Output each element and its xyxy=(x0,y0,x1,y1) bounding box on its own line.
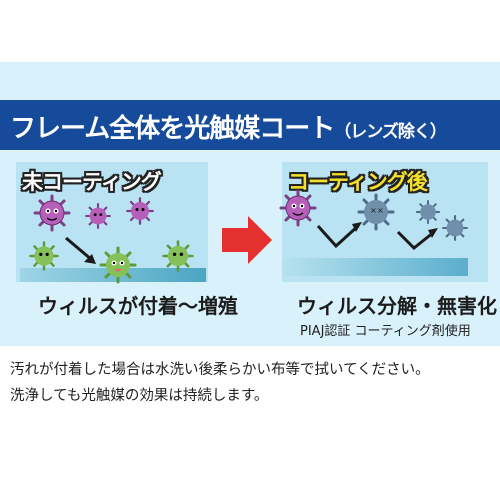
title-bar xyxy=(0,100,500,150)
purple-virus-icon xyxy=(85,203,111,229)
purple-virus-icon xyxy=(126,197,154,225)
purple-virus-icon xyxy=(33,194,71,232)
effect-note: 洗浄しても光触媒の効果は持続します。 xyxy=(10,388,269,404)
title-sub: （レンズ除く） xyxy=(334,122,447,142)
red-arrow-icon xyxy=(222,216,272,264)
coated-label: コーティング後 xyxy=(288,170,428,194)
page-title: フレーム全体を光触媒コート（レンズ除く） xyxy=(10,108,447,145)
green-virus-icon xyxy=(29,241,59,271)
bounce-arrow-icon xyxy=(396,228,438,251)
certification-note: PIAJ認証 コーティング剤使用 xyxy=(300,324,471,339)
care-instruction: 汚れが付着した場合は水洗い後柔らかい布等で拭いてください。 xyxy=(10,362,430,378)
green-virus-icon xyxy=(99,246,137,284)
green-virus-icon xyxy=(162,240,194,272)
bounce-arrow-icon xyxy=(316,222,362,249)
coated-surface xyxy=(282,258,468,276)
gray-virus-icon xyxy=(415,199,441,225)
svg-text:×: × xyxy=(370,206,377,215)
title-main: フレーム全体を光触媒コート xyxy=(10,114,335,144)
uncoated-caption: ウィルスが付着～増殖 xyxy=(38,294,238,318)
gray-virus-icon xyxy=(442,215,468,241)
down-arrow-icon xyxy=(65,236,96,264)
coated-caption: ウィルス分解・無害化 xyxy=(297,294,497,318)
purple-virus-icon xyxy=(279,189,317,227)
gray-virus-icon: × × xyxy=(357,193,395,231)
svg-text:×: × xyxy=(377,206,384,215)
uncoated-label: 未コーティング xyxy=(22,170,162,194)
